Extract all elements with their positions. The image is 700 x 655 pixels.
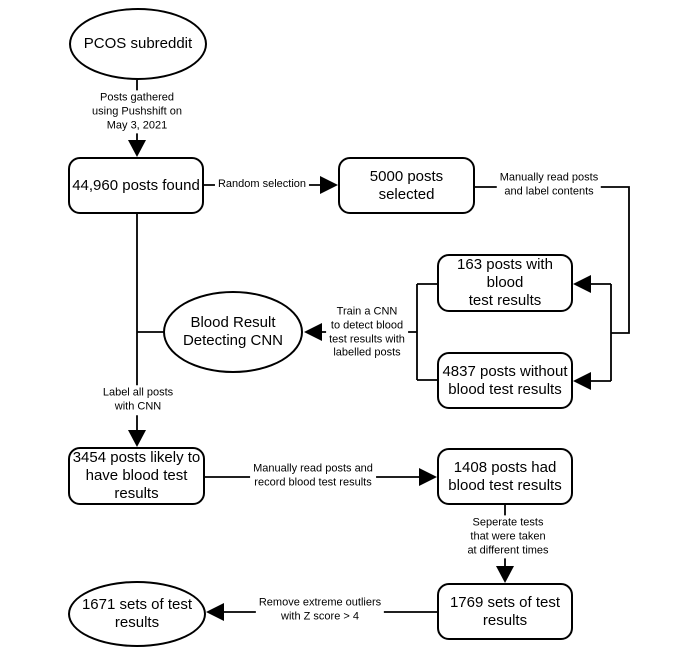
edge-label-label-all-posts: Label all posts with CNN — [99, 385, 177, 415]
node-1769-sets-label: 1769 sets of test results — [449, 593, 561, 629]
edge-label-posts-gathered: Posts gathered using Pushshift on May 3,… — [89, 90, 185, 134]
arrowhead-right-selected — [320, 176, 338, 194]
edge-label-manually-read-record: Manually read posts and record blood tes… — [250, 461, 376, 491]
node-44960-posts-found: 44,960 posts found — [68, 157, 204, 214]
edge-label-manually-read-label: Manually read posts and label contents — [496, 170, 602, 200]
edge-label-remove-outliers: Remove extreme outliers with Z score > 4 — [255, 595, 385, 625]
arrowhead-right-had — [419, 468, 437, 486]
arrowhead-left-without-blood — [573, 372, 591, 390]
node-1671-sets: 1671 sets of test results — [68, 581, 206, 647]
edge-label-train-cnn: Train a CNN to detect blood test results… — [326, 304, 408, 362]
node-pcos-subreddit: PCOS subreddit — [69, 8, 207, 80]
arrowhead-left-with-blood — [573, 275, 591, 293]
node-blood-result-detecting-cnn-label: Blood Result Detecting CNN — [182, 314, 284, 349]
node-1408-posts-had-label: 1408 posts had blood test results — [448, 458, 562, 494]
node-3454-posts-likely-label: 3454 posts likely to have blood test res… — [72, 449, 201, 502]
node-5000-posts-selected: 5000 posts selected — [338, 157, 475, 214]
node-4837-posts-without-blood: 4837 posts without blood test results — [437, 352, 573, 409]
edge-selected-to-labeled — [475, 186, 630, 382]
node-1769-sets: 1769 sets of test results — [437, 583, 573, 640]
node-3454-posts-likely: 3454 posts likely to have blood test res… — [68, 447, 205, 505]
node-blood-result-detecting-cnn: Blood Result Detecting CNN — [163, 291, 303, 373]
arrowhead-left-1671 — [206, 603, 224, 621]
node-163-posts-with-blood: 163 posts with blood test results — [437, 254, 573, 312]
edge-label-separate-tests: Seperate tests that were taken at differ… — [464, 515, 552, 559]
edge-labeled-to-cnn — [321, 283, 437, 381]
node-1408-posts-had: 1408 posts had blood test results — [437, 448, 573, 505]
node-5000-posts-selected-label: 5000 posts selected — [369, 167, 444, 203]
node-4837-posts-without-blood-label: 4837 posts without blood test results — [442, 362, 568, 398]
arrowhead-down-likely — [128, 430, 146, 447]
node-1671-sets-label: 1671 sets of test results — [81, 596, 193, 631]
node-44960-posts-found-label: 44,960 posts found — [72, 176, 200, 194]
node-163-posts-with-blood-label: 163 posts with blood test results — [457, 256, 553, 309]
edge-label-random-selection: Random selection — [214, 177, 310, 193]
arrowhead-down-1769 — [496, 566, 514, 583]
arrowhead-left-cnn — [304, 323, 322, 341]
node-pcos-subreddit-label: PCOS subreddit — [83, 35, 193, 52]
arrowhead-down-found — [128, 140, 146, 157]
